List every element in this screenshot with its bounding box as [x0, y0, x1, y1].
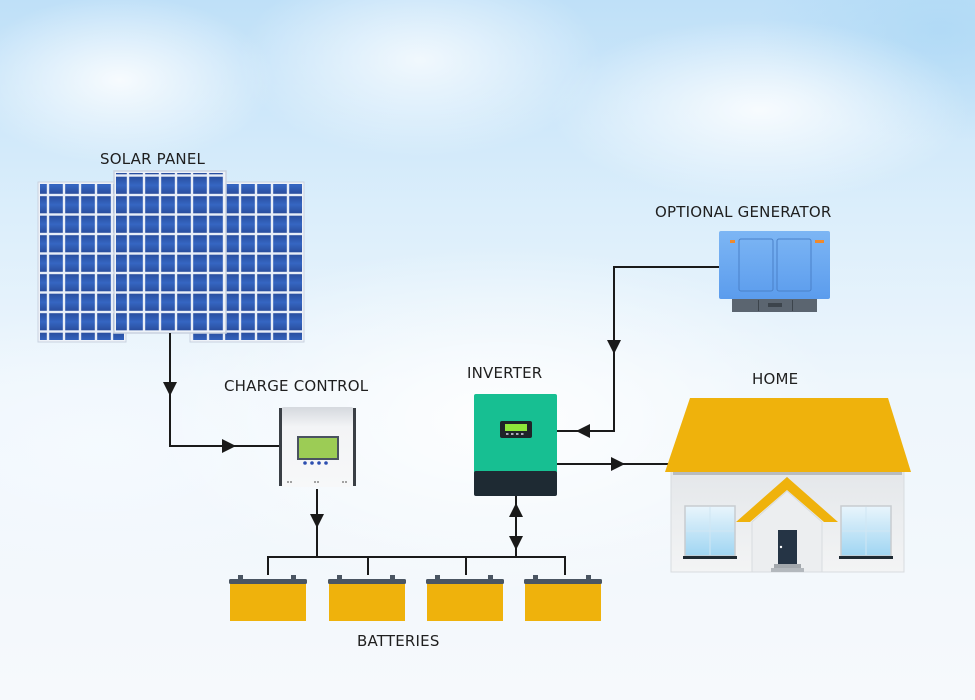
solar-panel-left: [37, 181, 127, 343]
arrow-up-icon: [509, 503, 523, 517]
window-left: [683, 505, 737, 559]
charge-controller: [279, 407, 356, 487]
arrow-down-icon: [607, 340, 621, 354]
optional-generator-label: OPTIONAL GENERATOR: [655, 203, 832, 221]
arrows: [163, 340, 625, 550]
battery: [524, 575, 602, 621]
battery: [328, 575, 406, 621]
inverter: [474, 394, 557, 496]
batteries: [229, 575, 602, 621]
solar-panel-center: [113, 170, 227, 334]
battery-bus: [267, 556, 566, 575]
arrow-left-icon: [576, 424, 590, 438]
line-solar-to-charge: [169, 333, 280, 447]
solar-panel-label: SOLAR PANEL: [100, 150, 206, 168]
battery: [229, 575, 307, 621]
window-right: [839, 505, 893, 559]
door: [771, 530, 804, 572]
arrow-right-icon: [222, 439, 236, 453]
inverter-label: INVERTER: [467, 364, 543, 382]
button-dots: [303, 461, 328, 465]
arrow-down-icon: [310, 514, 324, 528]
optional-generator: [719, 231, 830, 312]
terminal-dots: [287, 481, 347, 483]
inverter-buttons: [506, 433, 524, 435]
arrow-right-icon: [611, 457, 625, 471]
roof: [665, 398, 911, 472]
home-label: HOME: [752, 370, 799, 388]
solar-panel-group: [37, 170, 305, 343]
arrow-down-icon: [163, 382, 177, 396]
charge-control-label: CHARGE CONTROL: [224, 377, 369, 395]
home: [665, 398, 911, 573]
batteries-label: BATTERIES: [357, 632, 440, 650]
arrow-down-icon: [509, 536, 523, 550]
battery: [426, 575, 504, 621]
